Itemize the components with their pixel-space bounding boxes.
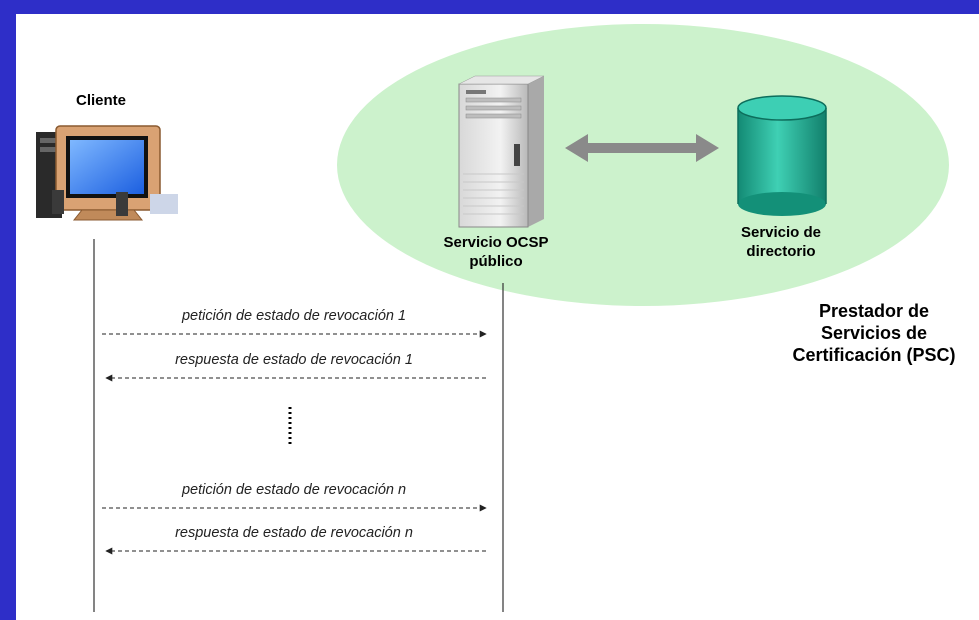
diagram-graphics: [36, 24, 949, 612]
directorio-label-line2: directorio: [746, 243, 816, 260]
msg-respuesta-n: respuesta de estado de revocación n: [175, 525, 413, 541]
slide-canvas: Cliente Servicio OCSP público Servicio d…: [16, 14, 979, 620]
directorio-label-line1: Servicio de: [740, 224, 822, 241]
ocsp-label: Servicio OCSP público: [421, 233, 571, 271]
double-arrow: [565, 134, 719, 162]
cliente-label: Cliente: [75, 92, 126, 109]
ocsp-label-line2: público: [469, 253, 523, 270]
database-cylinder-icon: [737, 95, 827, 216]
psc-label: Prestador de Servicios de Certificación …: [774, 300, 974, 366]
msg-respuesta-1: respuesta de estado de revocación 1: [175, 352, 413, 368]
server-tower-icon: [458, 75, 545, 228]
msg-peticion-1: petición de estado de revocación 1: [181, 308, 407, 324]
desktop-computer-icon: [36, 125, 178, 221]
directorio-label: Servicio de directorio: [716, 223, 846, 261]
psc-label-line3: Certificación (PSC): [792, 345, 956, 365]
msg-peticion-n: petición de estado de revocación n: [181, 482, 407, 498]
ocsp-label-line1: Servicio OCSP: [443, 234, 549, 251]
psc-label-line2: Servicios de: [820, 323, 928, 343]
psc-label-line1: Prestador de: [818, 301, 930, 321]
